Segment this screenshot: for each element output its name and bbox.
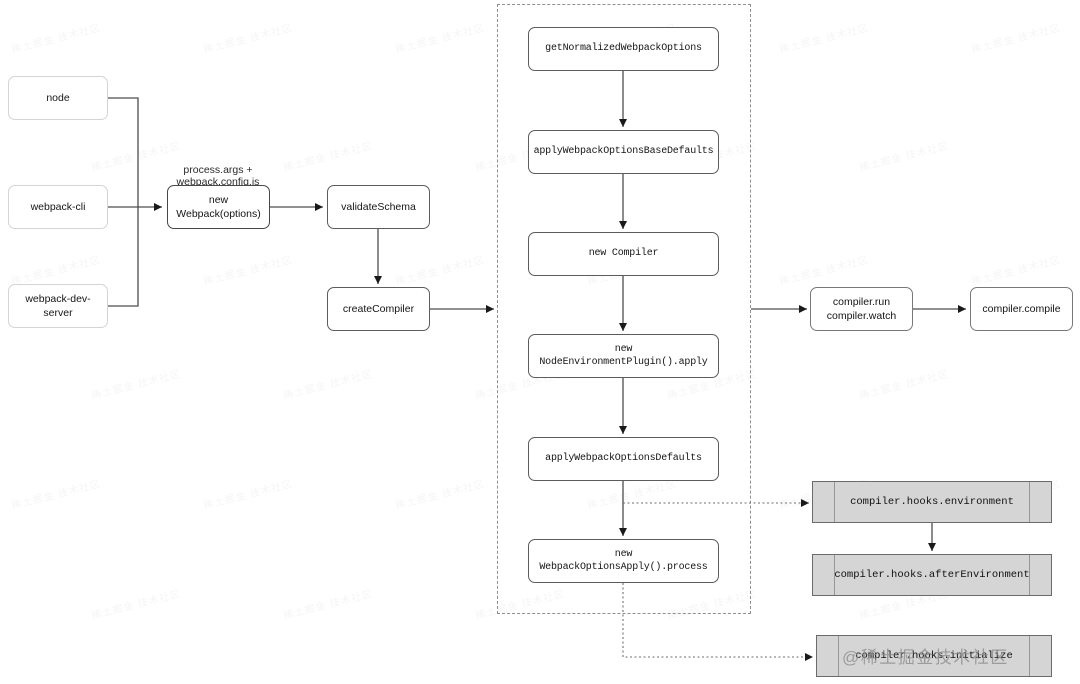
create-compiler-dashed-group	[497, 4, 751, 614]
compiler-compile-box: compiler.compile	[970, 287, 1073, 331]
watermark-tile: 稀土掘金 技术社区	[778, 255, 871, 288]
process-divider-right	[1029, 636, 1030, 676]
watermark-tile: 稀土掘金 技术社区	[970, 23, 1063, 56]
apply-webpack-options-base-defaults-label: applyWebpackOptionsBaseDefaults	[533, 146, 714, 158]
juejin-watermark: @稀土掘金技术社区	[842, 648, 1009, 667]
watermark-tile: 稀土掘金 技术社区	[282, 589, 375, 622]
hook-environment-box: compiler.hooks.environment	[812, 481, 1052, 523]
new-compiler-box: new Compiler	[528, 232, 719, 276]
webpack-cli-box: webpack-cli	[8, 185, 108, 229]
get-normalized-webpack-options-box: getNormalizedWebpackOptions	[528, 27, 719, 71]
watermark-tile: 稀土掘金 技术社区	[90, 589, 183, 622]
watermark-tile: 稀土掘金 技术社区	[858, 369, 951, 402]
watermark-tile: 稀土掘金 技术社区	[858, 141, 951, 174]
watermark-tile: 稀土掘金 技术社区	[90, 369, 183, 402]
validate-schema-label: validateSchema	[341, 200, 416, 213]
watermark-tile: 稀土掘金 技术社区	[202, 255, 295, 288]
watermark-tile: 稀土掘金 技术社区	[282, 141, 375, 174]
watermark-tile: 稀土掘金 技术社区	[10, 23, 103, 56]
watermark-tile: 稀土掘金 技术社区	[282, 369, 375, 402]
compiler-compile-label: compiler.compile	[982, 302, 1061, 315]
process-divider-right	[1029, 482, 1030, 522]
new-webpack-options-label: new Webpack(options)	[176, 193, 261, 220]
watermark-tile: 稀土掘金 技术社区	[202, 479, 295, 512]
compiler-run-label: compiler.run	[832, 295, 891, 308]
hook-after-environment-label: compiler.hooks.afterEnvironment	[834, 569, 1030, 581]
hook-after-environment-box: compiler.hooks.afterEnvironment	[812, 554, 1052, 596]
create-compiler-box: createCompiler	[327, 287, 430, 331]
create-compiler-label: createCompiler	[342, 302, 415, 315]
hook-environment-label: compiler.hooks.environment	[850, 496, 1014, 508]
node-environment-plugin-box: new NodeEnvironmentPlugin().apply	[528, 334, 719, 378]
compiler-run-watch-box: compiler.run compiler.watch	[810, 287, 913, 331]
webpack-cli-label: webpack-cli	[30, 200, 86, 213]
process-divider-left	[834, 482, 835, 522]
watermark-tile: 稀土掘金 技术社区	[970, 255, 1063, 288]
apply-webpack-options-defaults-label: applyWebpackOptionsDefaults	[545, 453, 702, 465]
watermark-tile: 稀土掘金 技术社区	[394, 255, 487, 288]
webpack-options-apply-box: new WebpackOptionsApply().process	[528, 539, 719, 583]
apply-webpack-options-base-defaults-box: applyWebpackOptionsBaseDefaults	[528, 130, 719, 174]
watermark-tile: 稀土掘金 技术社区	[394, 479, 487, 512]
watermark-tile: 稀土掘金 技术社区	[778, 23, 871, 56]
apply-webpack-options-defaults-box: applyWebpackOptionsDefaults	[528, 437, 719, 481]
watermark-tile: 稀土掘金 技术社区	[10, 479, 103, 512]
get-normalized-webpack-options-label: getNormalizedWebpackOptions	[545, 43, 702, 55]
new-compiler-label: new Compiler	[588, 248, 659, 260]
process-divider-right	[1029, 555, 1030, 595]
watermark-tile: 稀土掘金 技术社区	[202, 23, 295, 56]
node-box: node	[8, 76, 108, 120]
watermark-tile: 稀土掘金 技术社区	[394, 23, 487, 56]
webpack-dev-server-box: webpack-dev-server	[8, 284, 108, 328]
process-divider-left	[834, 555, 835, 595]
compiler-watch-label: compiler.watch	[826, 310, 897, 322]
watermark-tile: 稀土掘金 技术社区	[10, 255, 103, 288]
hook-initialize-box: compiler.hooks.initialize	[816, 635, 1052, 677]
process-divider-left	[838, 636, 839, 676]
new-webpack-options-box: new Webpack(options)	[167, 185, 270, 229]
node-environment-plugin-label: new NodeEnvironmentPlugin().apply	[539, 343, 708, 369]
hook-initialize-label: compiler.hooks.initialize	[855, 650, 1013, 662]
webpack-dev-server-label: webpack-dev-server	[25, 292, 91, 319]
edge-node-devserver-bracket	[108, 97, 139, 307]
node-box-label: node	[46, 91, 70, 104]
webpack-options-apply-label: new WebpackOptionsApply().process	[539, 548, 708, 574]
validate-schema-box: validateSchema	[327, 185, 430, 229]
